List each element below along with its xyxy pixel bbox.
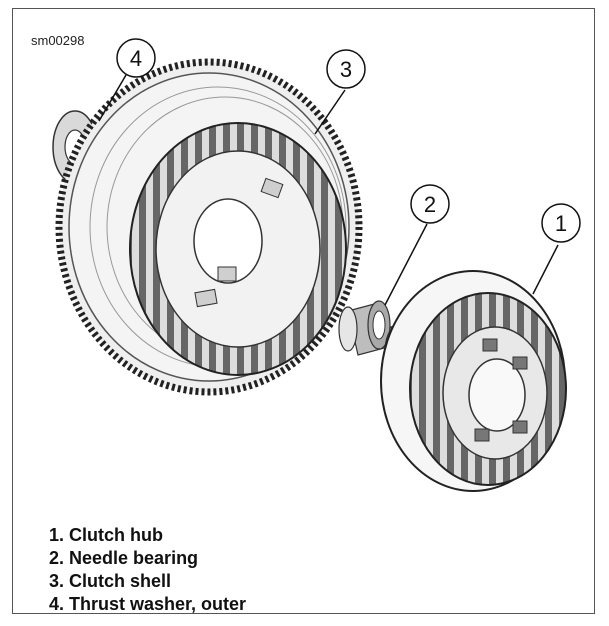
parts-legend: 1. Clutch hub 2. Needle bearing 3. Clutc…	[49, 524, 246, 616]
exploded-view-illustration: 4 3 2 1	[52, 38, 581, 492]
callout-4: 4	[116, 38, 156, 78]
figure-reference-id: sm00298	[31, 33, 85, 48]
needle-bearing-part	[338, 300, 391, 356]
svg-text:2: 2	[424, 192, 436, 217]
svg-text:3: 3	[340, 57, 352, 82]
legend-item-needle-bearing: 2. Needle bearing	[49, 548, 199, 568]
legend-item-clutch-shell: 3. Clutch shell	[49, 571, 172, 591]
legend-item-thrust-washer: 4. Thrust washer, outer	[49, 594, 247, 614]
legend-item-clutch-hub: 1. Clutch hub	[49, 525, 163, 545]
callout-2: 2	[410, 184, 450, 224]
callout-1: 1	[541, 203, 581, 243]
callout-3: 3	[326, 49, 366, 89]
figure-frame: sm00298	[12, 8, 595, 614]
svg-text:4: 4	[130, 46, 142, 71]
clutch-hub-part	[380, 270, 567, 492]
clutch-shell-part	[55, 58, 363, 396]
svg-text:1: 1	[555, 211, 567, 236]
leader-lines	[98, 74, 559, 306]
